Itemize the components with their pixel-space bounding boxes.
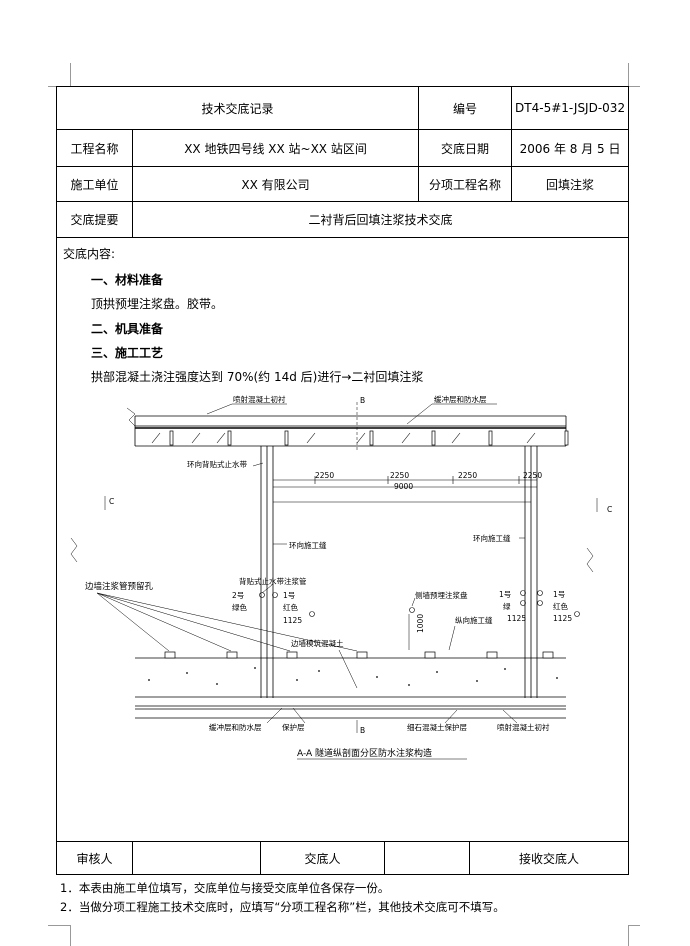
section-materials-text: 顶拱预埋注浆盘。胶带。 <box>91 297 224 311</box>
label-side-holes: 边墙注浆管预留孔 <box>85 581 154 592</box>
reviewer-label: 审核人 <box>56 841 133 875</box>
section-b-top: B <box>360 396 365 405</box>
label-side-concrete: 边墙模筑混凝土 <box>291 638 344 648</box>
dim-2250-c: 2250 <box>458 471 477 480</box>
content-intro: 交底内容: <box>63 247 116 261</box>
summary-value: 二衬背后回填注浆技术交底 <box>131 201 630 238</box>
dim-1000: 1000 <box>416 614 425 633</box>
project-name-label: 工程名称 <box>56 129 133 167</box>
subproject-label: 分项工程名称 <box>418 166 513 202</box>
dim-2250-b: 2250 <box>390 471 409 480</box>
label-protect: 保护层 <box>282 722 305 732</box>
label-bottom-waterproof: 缓冲层和防水层 <box>209 722 262 732</box>
section-materials-title: 一、材料准备 <box>91 273 164 287</box>
label-back-pipe: 背贴式止水带注浆管 <box>239 576 307 586</box>
section-b-bottom: B <box>360 726 365 735</box>
contractor-label: 施工单位 <box>56 166 133 202</box>
dim-9000: 9000 <box>394 482 413 491</box>
label-top-waterproof: 缓冲层和防水层 <box>434 394 487 404</box>
pipe1-left-color: 红色 <box>283 602 298 612</box>
label-ring-joint-left: 环向施工缝 <box>289 540 327 550</box>
dim-1125-a: 1125 <box>283 616 302 625</box>
dim-2250-a: 2250 <box>315 471 334 480</box>
pipe-right-color-b: 红色 <box>553 601 568 611</box>
form-title: 技术交底记录 <box>55 86 420 130</box>
note-2: 2．当做分项工程施工技术交底时，应填写“分项工程名称”栏，其他技术交底可不填写。 <box>60 900 505 914</box>
pipe2-left-color: 绿色 <box>232 602 247 612</box>
section-c-left: C <box>109 497 114 506</box>
crop-mark <box>48 86 56 87</box>
label-fine-stone: 细石混凝土保护层 <box>407 722 467 732</box>
label-top-lining: 喷射混凝土初衬 <box>233 394 286 404</box>
number-label: 编号 <box>418 86 513 130</box>
crop-mark <box>628 63 629 86</box>
note-1: 1．本表由施工单位填写，交底单位与接受交底单位各保存一份。 <box>60 881 390 895</box>
discloser-label: 交底人 <box>260 841 385 875</box>
content-cell: 交底内容: 一、材料准备 顶拱预埋注浆盘。胶带。 二、机具准备 三、施工工艺 拱… <box>55 237 630 842</box>
project-name-value: XX 地铁四号线 XX 站~XX 站区间 <box>131 129 420 167</box>
crop-mark <box>628 925 629 946</box>
pipe1-left: 1号 <box>283 591 295 600</box>
subproject-value: 回填注浆 <box>511 166 630 202</box>
dim-2250-d: 2250 <box>523 471 542 480</box>
pipe-right-color-a: 绿 <box>503 602 511 611</box>
section-c-right: C <box>607 505 612 514</box>
drawing-caption: A-A 隧道纵剖面分区防水注浆构造 <box>297 747 432 759</box>
discloser-value <box>383 841 471 875</box>
disclosure-form: 技术交底记录 编号 DT4-5#1-JSJD-032 工程名称 XX 地铁四号线… <box>55 86 630 875</box>
section-equipment-title: 二、机具准备 <box>91 322 164 336</box>
crop-mark <box>48 925 70 926</box>
number-value: DT4-5#1-JSJD-032 <box>511 86 630 130</box>
summary-label: 交底提要 <box>56 201 133 238</box>
label-ring-stop: 环向背贴式止水带 <box>187 459 247 469</box>
pipe1-right-a: 1号 <box>499 590 511 599</box>
dim-1125-b: 1125 <box>507 614 526 623</box>
label-long-joint: 纵向施工缝 <box>455 615 493 625</box>
crop-mark <box>70 925 71 946</box>
grouting-section-drawing: 喷射混凝土初衬 缓冲层和防水层 B B C C <box>70 394 612 760</box>
contractor-value: XX 有限公司 <box>131 166 420 202</box>
reviewer-value <box>132 841 261 875</box>
label-side-plate: 侧墙预埋注浆盘 <box>415 590 468 600</box>
label-bottom-lining: 喷射混凝土初衬 <box>497 722 550 732</box>
date-value: 2006 年 8 月 5 日 <box>511 129 630 167</box>
receiver-label: 接收交底人 <box>469 841 630 875</box>
section-process-title: 三、施工工艺 <box>91 346 164 360</box>
pipe1-right-b: 1号 <box>553 590 565 599</box>
date-label: 交底日期 <box>418 129 513 167</box>
crop-mark <box>628 925 640 926</box>
crop-mark <box>628 86 640 87</box>
pipe2-left: 2号 <box>232 591 244 600</box>
section-process-text: 拱部混凝土浇注强度达到 70%(约 14d 后)进行→二衬回填注浆 <box>91 370 424 384</box>
label-ring-joint-right: 环向施工缝 <box>473 533 511 543</box>
dim-1125-c: 1125 <box>553 614 572 623</box>
crop-mark <box>70 63 71 86</box>
